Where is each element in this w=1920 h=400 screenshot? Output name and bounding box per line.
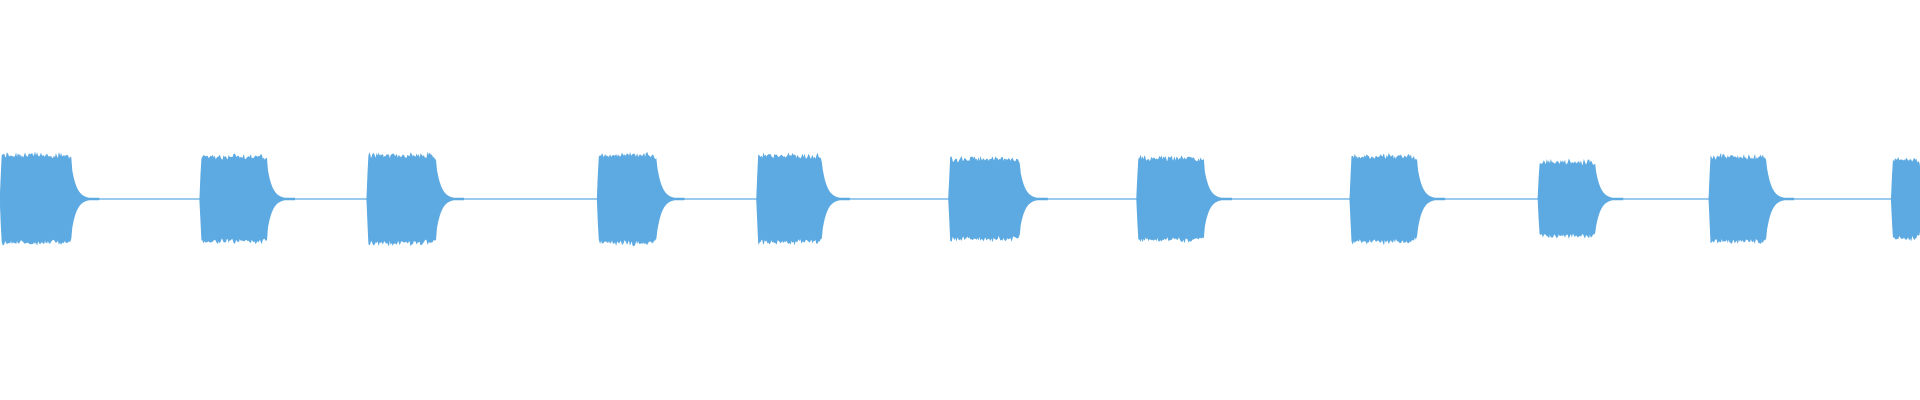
waveform-burst-7 bbox=[1136, 154, 1232, 243]
waveform-burst-1 bbox=[0, 151, 100, 246]
waveform-burst-3 bbox=[366, 151, 464, 247]
waveform-burst-2 bbox=[199, 153, 295, 245]
waveform-burst-5 bbox=[756, 152, 850, 246]
waveform-burst-11 bbox=[1890, 156, 1920, 242]
waveform-burst-6 bbox=[948, 156, 1048, 242]
waveform-burst-8 bbox=[1349, 152, 1446, 245]
waveform-burst-9 bbox=[1537, 158, 1624, 239]
waveform-burst-4 bbox=[596, 151, 685, 247]
waveform-burst-10 bbox=[1708, 152, 1795, 245]
